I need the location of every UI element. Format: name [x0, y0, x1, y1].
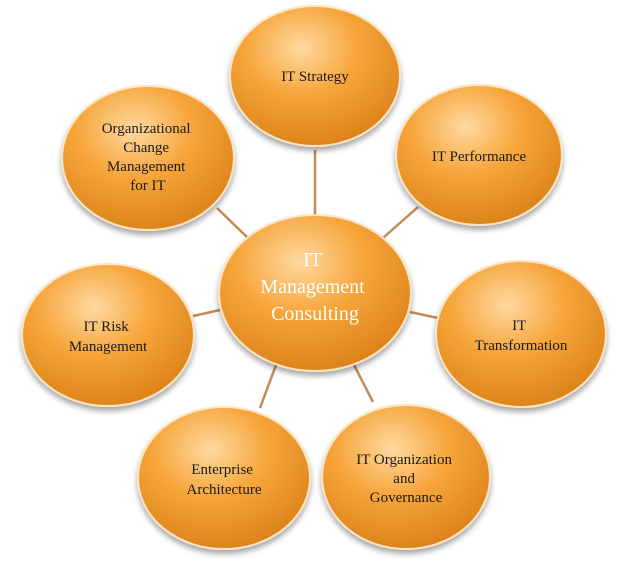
node-label-it-performance: IT Performance: [432, 149, 527, 165]
node-label-organizational-change-management: Organizational Change Management for IT: [102, 121, 195, 194]
node-label-line: Governance: [370, 490, 443, 506]
connector-it-performance: [382, 206, 419, 239]
connector-organizational-change-management: [216, 207, 251, 241]
node-label-it-risk-management: IT Risk Management: [69, 319, 148, 355]
node-organizational-change-management: [61, 85, 235, 231]
node-label-line: for IT: [130, 178, 165, 194]
connector-lines: [192, 150, 439, 409]
node-label-line: Management: [69, 339, 148, 355]
center-node: [218, 214, 412, 372]
node-label-line: Architecture: [187, 482, 262, 498]
node-label-it-organization-and-governance: IT Organization and Governance: [356, 452, 455, 506]
node-label-line: IT Strategy: [281, 69, 349, 85]
node-label-line: IT Performance: [432, 149, 527, 165]
node-label-line: Change: [123, 140, 169, 156]
node-label-line: IT: [512, 318, 526, 334]
node-label-line: and: [393, 471, 415, 487]
node-label-line: IT Organization: [356, 452, 452, 468]
center-label-line: Consulting: [271, 303, 359, 325]
center-label-line: Management: [260, 276, 365, 298]
node-enterprise-architecture: [137, 406, 311, 550]
center-label: IT Management Consulting: [260, 249, 369, 325]
node-it-risk-management: [21, 263, 195, 407]
node-label-enterprise-architecture: Enterprise Architecture: [187, 462, 262, 498]
node-label-line: Management: [107, 159, 186, 175]
connector-enterprise-architecture: [258, 364, 278, 409]
connector-it-organization-and-governance: [351, 362, 375, 403]
node-it-strategy: [229, 5, 401, 147]
connector-it-risk-management: [192, 308, 221, 318]
node-it-transformation: [435, 260, 607, 408]
node-label-line: IT Risk: [84, 319, 130, 335]
node-label-line: Organizational: [102, 121, 191, 137]
node-label-it-strategy: IT Strategy: [281, 69, 349, 85]
node-it-organization-and-governance: [321, 404, 491, 550]
node-label-it-transformation: IT Transformation: [475, 318, 568, 354]
node-label-line: Transformation: [475, 338, 568, 354]
node-label-line: Enterprise: [191, 462, 253, 478]
connector-it-transformation: [409, 310, 439, 320]
center-label-line: IT: [303, 249, 322, 271]
node-it-performance: [395, 84, 563, 226]
